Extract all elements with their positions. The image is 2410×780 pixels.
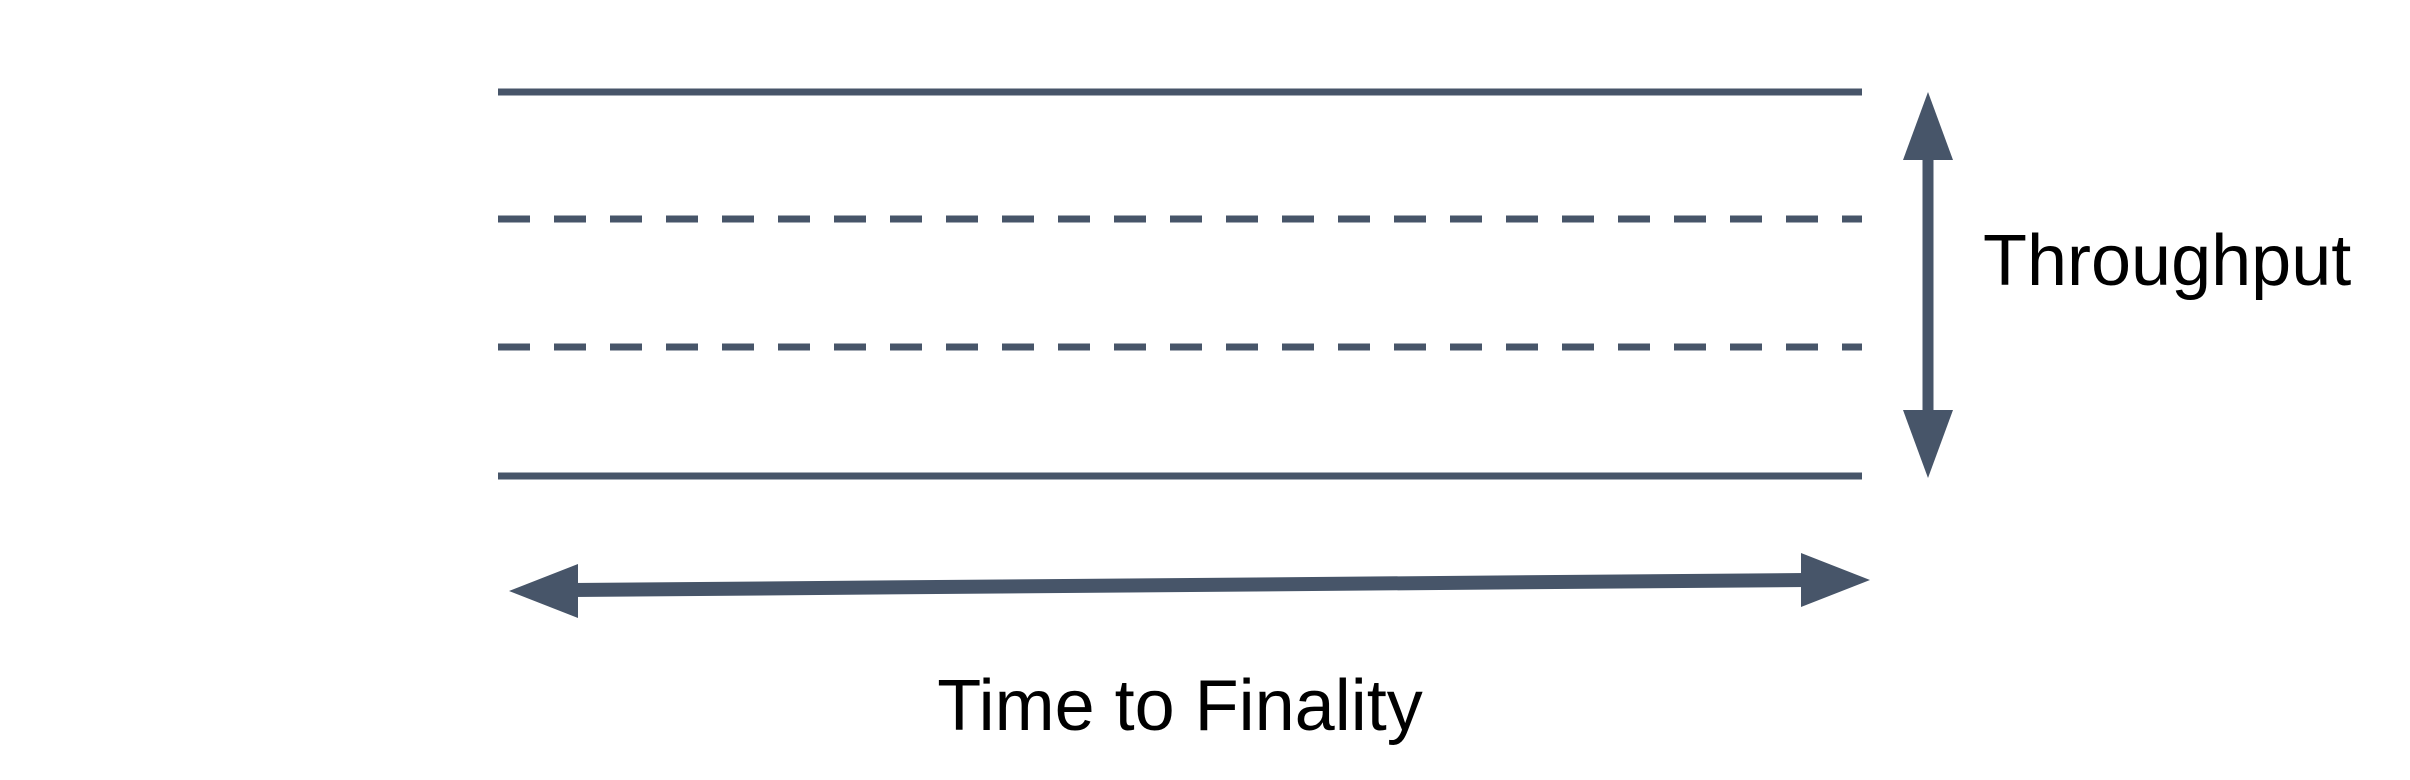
time-to-finality-arrow-shaft xyxy=(571,573,1807,597)
time-to-finality-arrow-head-right xyxy=(1801,553,1870,607)
throughput-label: Throughput xyxy=(1983,221,2351,301)
throughput-double-arrow xyxy=(1903,92,1953,478)
throughput-arrow-head-up xyxy=(1903,92,1953,160)
time-to-finality-arrow-head-left xyxy=(509,564,578,618)
throughput-arrow-head-down xyxy=(1903,410,1953,478)
lane-band xyxy=(498,88,1862,480)
time-to-finality-double-arrow xyxy=(509,553,1870,618)
time-to-finality-label: Time to Finality xyxy=(937,666,1422,746)
